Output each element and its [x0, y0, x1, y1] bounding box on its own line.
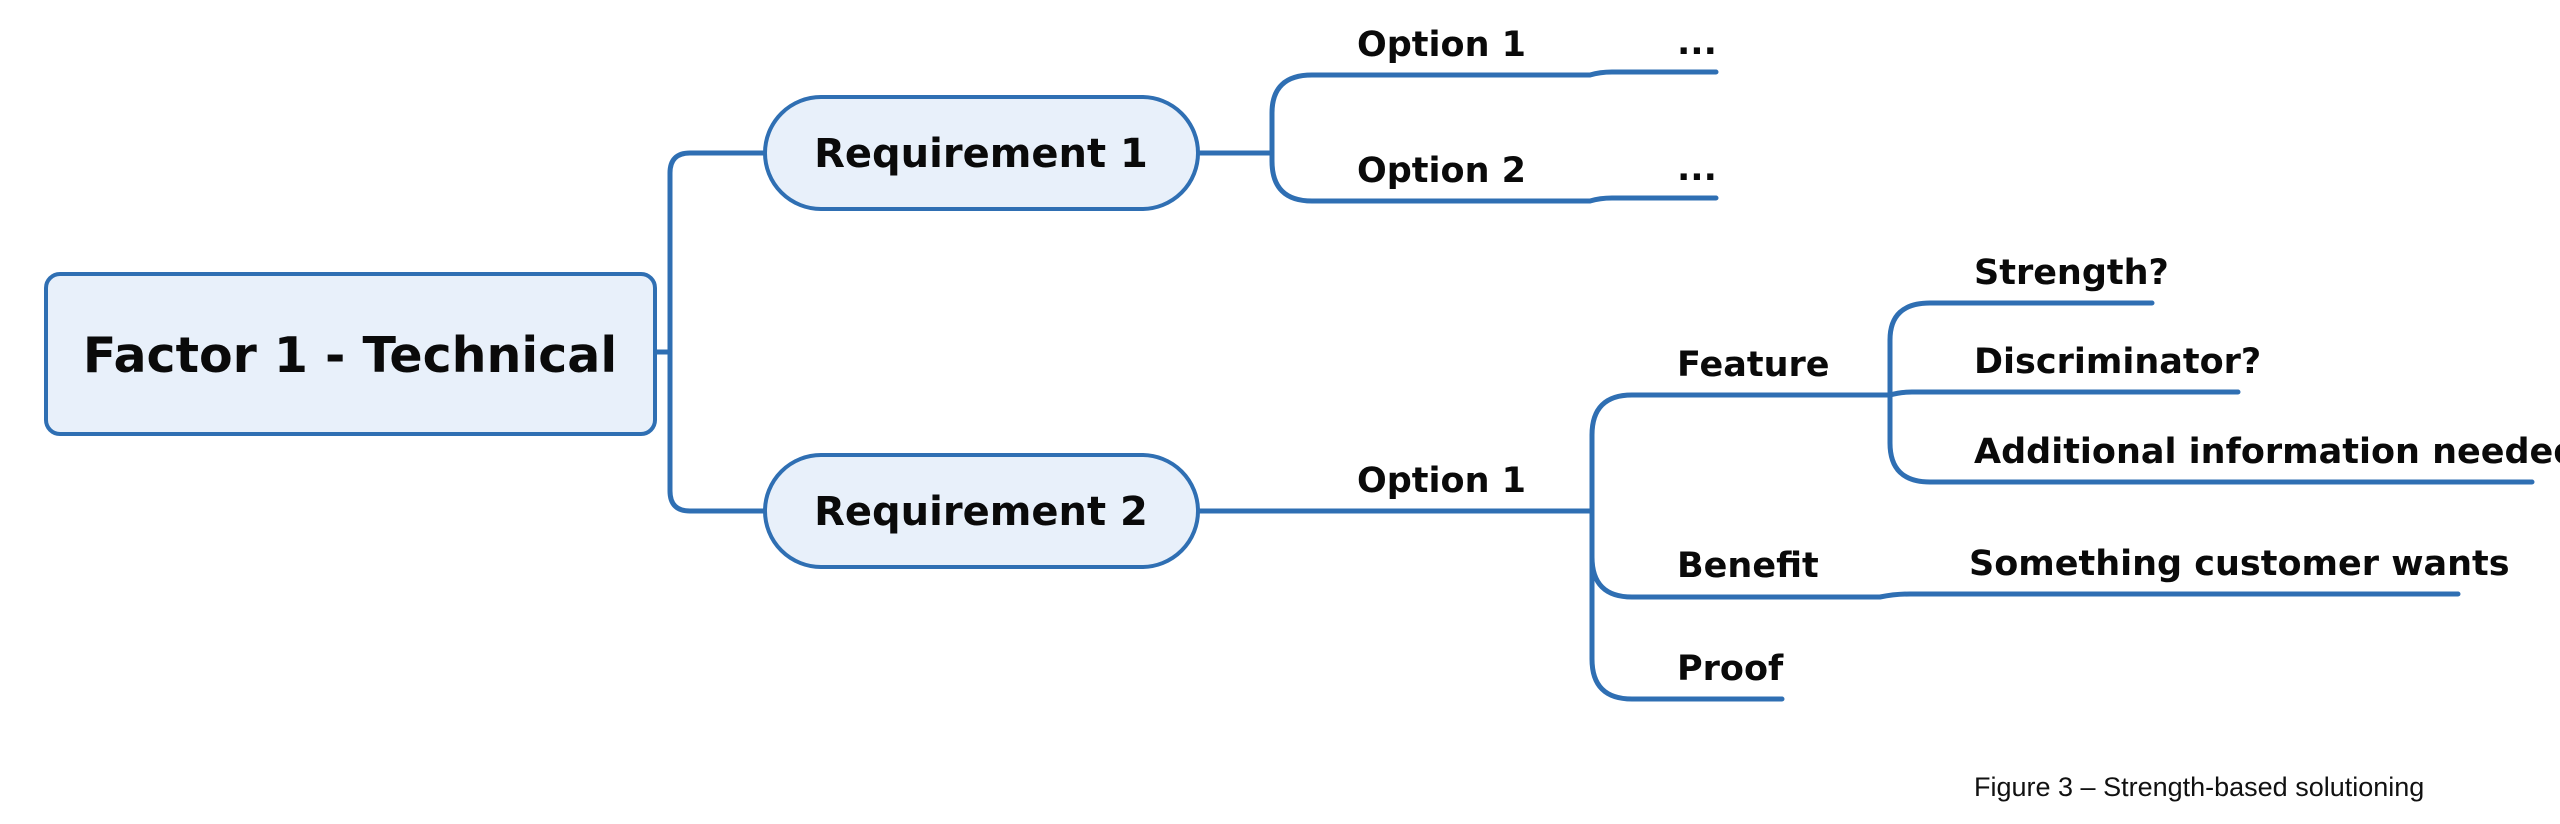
- connector-root-to-requirement-1: [667, 150, 768, 355]
- root-node[interactable]: Factor 1 - Technical: [44, 272, 657, 436]
- connector-feature-to-discriminator: [1887, 389, 2241, 398]
- requirement-1-option-2-detail: ...: [1677, 149, 1717, 189]
- connector-lines: [652, 69, 2535, 702]
- requirement-2-option-1-label[interactable]: Option 1: [1357, 461, 1526, 501]
- figure-caption: Figure 3 – Strength-based solutioning: [1974, 772, 2424, 802]
- proof-label[interactable]: Proof: [1677, 649, 1784, 689]
- requirement-2-node-label: Requirement 2: [814, 489, 1148, 535]
- feature-label[interactable]: Feature: [1677, 345, 1830, 385]
- connector-option-1-to-feature: [1589, 392, 1893, 514]
- connector-root-to-requirement-2: [667, 349, 768, 514]
- requirement-1-node[interactable]: Requirement 1: [763, 95, 1200, 211]
- connector-feature-to-strength: [1887, 300, 2155, 398]
- connector-requirement-1-to-option-1: [1269, 69, 1719, 156]
- requirement-1-node-label: Requirement 1: [814, 131, 1148, 177]
- root-node-label: Factor 1 - Technical: [83, 327, 617, 384]
- requirement-1-node-box: [763, 95, 1200, 211]
- customer-wants-label[interactable]: Something customer wants: [1969, 544, 2510, 584]
- benefit-label[interactable]: Benefit: [1677, 546, 1819, 586]
- root-node-box: [44, 272, 657, 436]
- strength-label[interactable]: Strength?: [1974, 253, 2169, 293]
- discriminator-label[interactable]: Discriminator?: [1974, 342, 2261, 382]
- connector-option-1-to-proof: [1589, 554, 1785, 702]
- connector-requirement-1-to-option-2: [1269, 150, 1719, 204]
- additional-info-label[interactable]: Additional information needed: [1974, 432, 2560, 472]
- requirement-2-node-box: [763, 453, 1200, 569]
- requirement-2-node[interactable]: Requirement 2: [763, 453, 1200, 569]
- requirement-1-option-1-detail: ...: [1677, 23, 1717, 63]
- requirement-1-option-2-label[interactable]: Option 2: [1357, 151, 1526, 191]
- connector-feature-to-additional-info: [1887, 392, 2535, 485]
- requirement-1-option-1-label[interactable]: Option 1: [1357, 25, 1526, 65]
